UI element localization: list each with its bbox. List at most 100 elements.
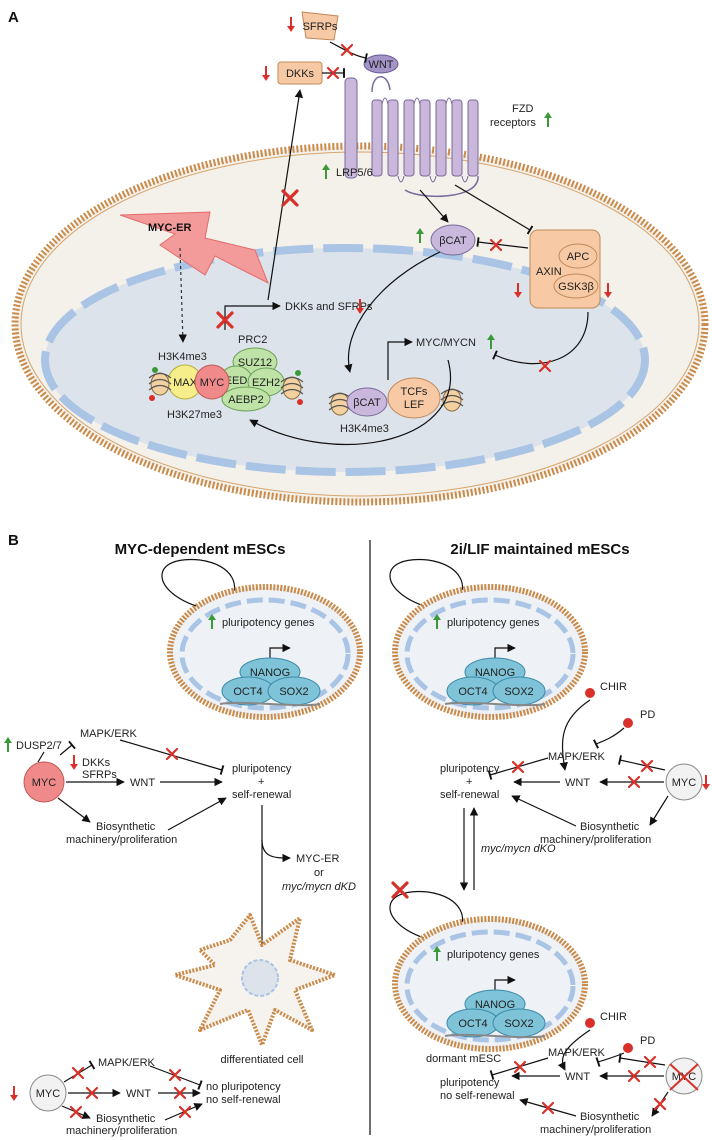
dusp-inhibit-mapk: [59, 740, 76, 756]
bottom-biosyn-x1: [69, 1105, 83, 1119]
axin-inhibit-bcat: [476, 237, 529, 249]
dormant-dna: [444, 1033, 546, 1039]
prc2-label: PRC2: [238, 334, 267, 346]
tcf-lef-protein: [387, 377, 441, 419]
bottom-mapk-x2: [168, 1068, 182, 1082]
h3k27me3-mark-2: [297, 399, 303, 405]
eed-label: EED: [225, 375, 248, 387]
bcat-nuc-label: βCAT: [353, 397, 381, 409]
myc-er-branch-arrow: [261, 839, 291, 863]
right-noself-label: no self-renewal: [440, 1090, 515, 1102]
suz12-label: SUZ12: [238, 357, 272, 369]
right-myc-node: [665, 763, 703, 801]
left-dkks-down: [69, 754, 79, 771]
h3k4me3-mark-2: [295, 370, 301, 376]
bottom-myc-down: [9, 1085, 19, 1102]
nucleus: [45, 248, 645, 472]
left-biosyn-1: Biosynthetic: [96, 821, 156, 833]
bottom-biosyn-x2: [178, 1105, 192, 1119]
bottom-wnt-label: WNT: [126, 1088, 151, 1100]
dormant-oct4-label: OCT4: [458, 1018, 487, 1030]
left-nanog-label: NANOG: [250, 667, 290, 679]
chir2-dot: [585, 1018, 595, 1028]
axin-label: AXIN: [536, 266, 562, 278]
lrp-label: LRP5/6: [336, 167, 373, 179]
fzd-label-2: receptors: [490, 117, 536, 129]
left-myc-node: [23, 761, 65, 803]
right-myc-label: MYC: [672, 777, 697, 789]
right-biosyn-x2: [541, 1101, 555, 1115]
right-wnt2-label: WNT: [565, 1071, 590, 1083]
right-sox2-label: SOX2: [504, 686, 533, 698]
left-wnt-label: WNT: [130, 777, 155, 789]
panel-a-label: A: [8, 9, 19, 26]
bcat-cytoplasm: [430, 224, 476, 256]
right-wnt-label: WNT: [565, 777, 590, 789]
sfrps-block-x: [340, 43, 354, 57]
sfrps-down-arrow: [286, 16, 296, 33]
myc-er-label: MYC-ER: [148, 222, 191, 234]
ezh2-label: EZH2: [252, 377, 280, 389]
right-self-label: self-renewal: [440, 789, 499, 801]
bottom-biosyn-1: Biosynthetic: [96, 1113, 156, 1125]
right-mapk2-label: MAPK/ERK: [548, 1047, 606, 1059]
bottom-biosyn-2: machinery/proliferation: [66, 1125, 177, 1137]
fzd-receptor: [371, 76, 479, 198]
dormant-sox2-label: SOX2: [504, 1018, 533, 1030]
mycn-gene-arrow: [387, 337, 413, 380]
right-nanog-label: NANOG: [475, 667, 515, 679]
pd-label: PD: [640, 709, 655, 721]
left-myc-to-biosyn: [57, 797, 91, 823]
h3k27me3-mark: [149, 395, 155, 401]
chir2-label: CHIR: [600, 1011, 627, 1023]
myc-protein: [194, 364, 230, 400]
sfrps-label: SFRPs: [303, 21, 338, 33]
h3k4me3-left-label: H3K4me3: [158, 351, 207, 363]
right-biosyn-3: Biosynthetic: [580, 1111, 640, 1123]
right-myc-to-biosyn: [649, 795, 669, 826]
fzd-up-arrow: [543, 111, 553, 128]
right-pluri-label: pluripotency: [440, 763, 500, 775]
left-pluri-label: pluripotency: [232, 763, 292, 775]
pd-inhibit-mapk: [592, 727, 625, 749]
right-biosyn-4: machinery/proliferation: [540, 1124, 651, 1136]
dusp-up-arrow: [3, 736, 13, 753]
right-pluri-genes: pluripotency genes: [447, 617, 540, 629]
gsk3b-label: GSK3β: [558, 281, 594, 293]
max-label: MAX: [173, 377, 198, 389]
chir-label: CHIR: [600, 681, 627, 693]
left-mapk-label: MAPK/ERK: [80, 728, 138, 740]
left-dna: [219, 701, 321, 707]
dko-label: myc/mycn dKO: [481, 843, 556, 855]
right-biosyn-to-pluri: [511, 795, 577, 827]
left-biosyn-2: machinery/proliferation: [66, 834, 177, 846]
myc-feedback-arrow: [249, 359, 451, 446]
apc-label: APC: [567, 251, 590, 263]
gsk3b-protein: [553, 273, 599, 299]
right-biosyn-2: machinery/proliferation: [540, 834, 651, 846]
left-or: or: [314, 867, 324, 879]
myc-mycn-label: MYC/MYCN: [416, 337, 476, 349]
left-title: MYC-dependent mESCs: [115, 541, 286, 558]
bottom-mapk-x1: [71, 1066, 85, 1080]
left-plus: +: [258, 776, 264, 788]
h3k27me3-label: H3K27me3: [167, 409, 222, 421]
wnt-label: WNT: [368, 59, 393, 71]
chir-to-wnt: [559, 699, 591, 771]
right-myc-down: [701, 774, 711, 791]
myc2-deleted-x: [669, 1063, 699, 1091]
dkks-label: DKKs: [286, 68, 315, 80]
right-myc-inhibit-mapk: [618, 755, 666, 771]
right-oct4-label: OCT4: [458, 686, 487, 698]
gsk3b-inhibit-myc: [492, 311, 589, 365]
dkks-down-arrow: [261, 65, 271, 82]
wnt-ligand: [363, 54, 399, 74]
right-biosyn-1: Biosynthetic: [580, 821, 640, 833]
right-dna: [444, 701, 546, 707]
dkks-sfrps-gene-label: DKKs and SFRPs: [285, 301, 373, 313]
left-sox2-label: SOX2: [279, 686, 308, 698]
pd-dot: [623, 718, 633, 728]
left-biosyn-to-pluri: [167, 797, 227, 831]
aebp2-protein: [221, 386, 271, 412]
